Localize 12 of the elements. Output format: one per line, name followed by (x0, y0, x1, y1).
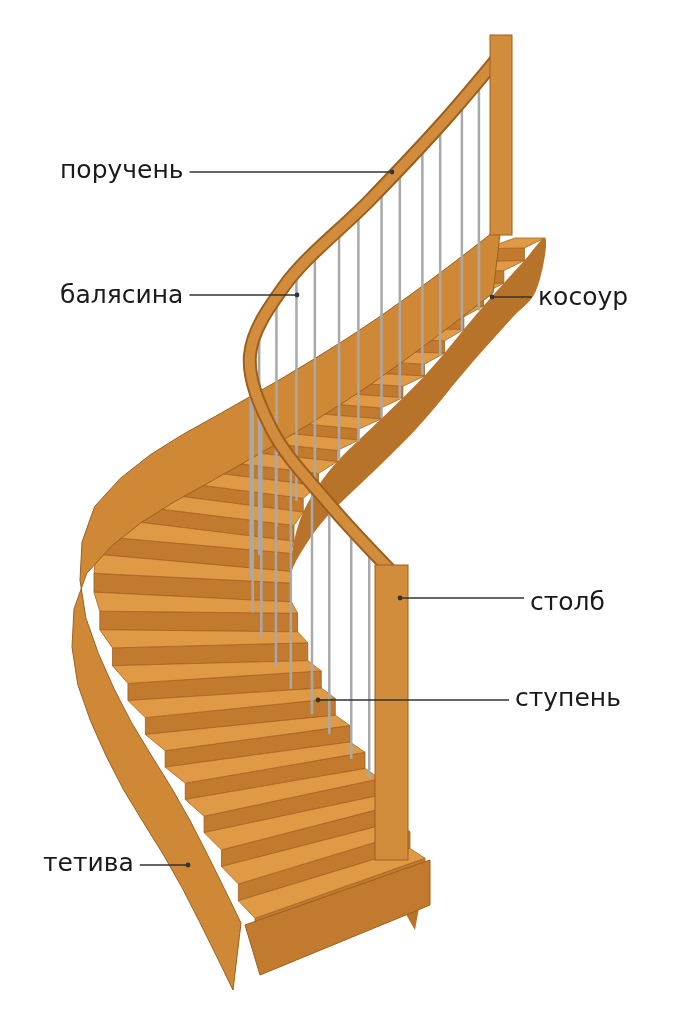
part-label: поручень (60, 155, 184, 185)
leader-line (489, 294, 533, 300)
part-label: косоур (538, 282, 629, 312)
leader-line (188, 292, 300, 298)
part-label: столб (530, 587, 605, 617)
part-label: балясина (60, 280, 184, 310)
leader-line (397, 595, 525, 601)
leader-line (315, 697, 510, 703)
part-label: ступень (515, 683, 621, 713)
leader-line (139, 862, 191, 868)
part-label: тетива (43, 848, 134, 878)
leader-line (188, 169, 395, 175)
